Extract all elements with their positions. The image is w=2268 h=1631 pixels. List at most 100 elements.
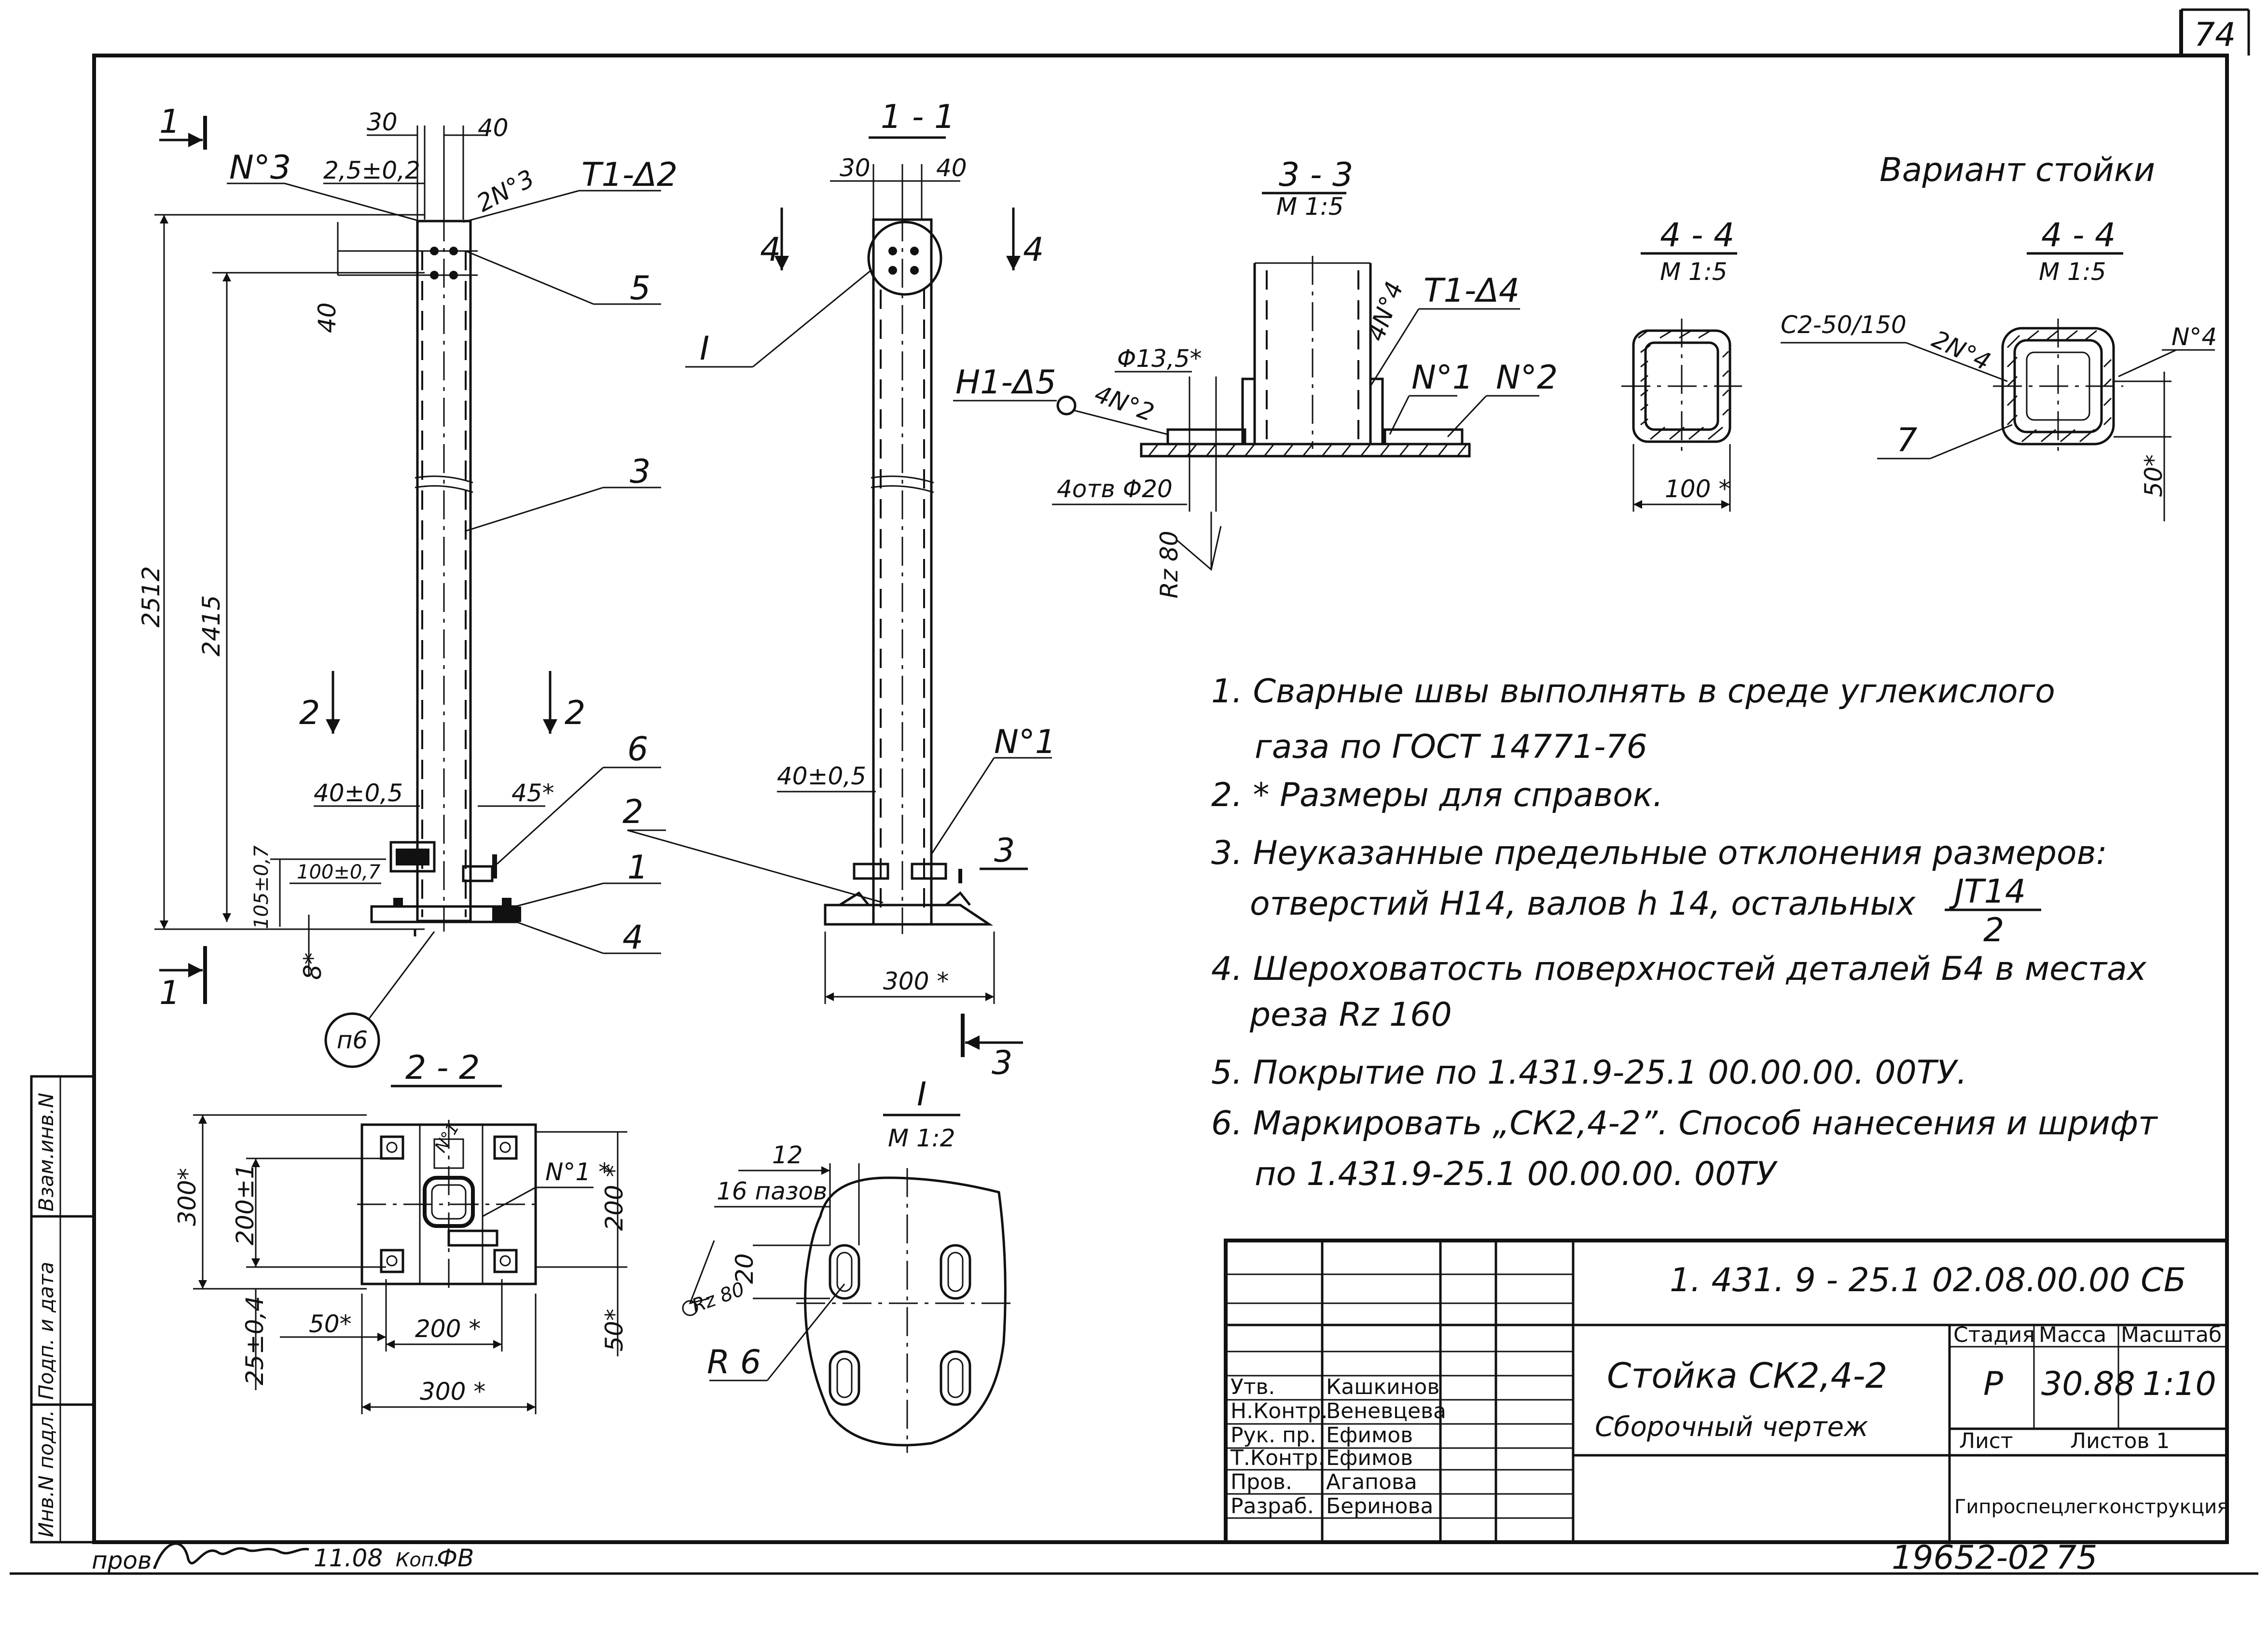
page-number: 74 bbox=[2194, 16, 2236, 54]
side-detail-I-label: I bbox=[700, 330, 709, 368]
doc-type: Сборочный чертеж bbox=[1595, 1411, 1868, 1443]
side-stamp-replace-inv: Взам.инв.N bbox=[34, 1093, 58, 1212]
role-1: Н.Контр. bbox=[1231, 1399, 1328, 1423]
sec44b-n4b: N°4 bbox=[2171, 323, 2217, 351]
sheet-frame: 74 bbox=[10, 8, 2258, 1575]
role-5: Разраб. bbox=[1231, 1494, 1314, 1519]
tolerance-numerator: JT14 bbox=[1949, 873, 2026, 911]
side-stamp-inv-orig: Инв.N подл. bbox=[34, 1410, 58, 1537]
side-section-4-right: 4 bbox=[1023, 231, 1044, 269]
section-2-2: 2 - 2 300* 200±1 25±0,4 50* 200 * bbox=[173, 1049, 628, 1414]
front-section-2-left: 2 bbox=[299, 694, 320, 732]
title-block: 1. 431. 9 - 25.1 02.08.00.00 СБ Стойка С… bbox=[1224, 1239, 2229, 1544]
note-line-5: отверстий Н14, валов h 14, остальных bbox=[1250, 885, 1916, 923]
copy-initials: ФВ bbox=[437, 1544, 474, 1572]
sec44a-dim-100: 100 * bbox=[1665, 475, 1730, 503]
sec44b-pos-7: 7 bbox=[1896, 421, 1917, 460]
role-3: Т.Контр. bbox=[1230, 1446, 1325, 1470]
sec22-dim-200r: 200 * bbox=[600, 1165, 628, 1231]
note-line-7: реза Rz 160 bbox=[1249, 996, 1452, 1034]
side-section-3-top: 3 bbox=[994, 832, 1015, 870]
side-view-title: 1 - 1 bbox=[881, 98, 955, 136]
side-label-pos-2: 2 bbox=[622, 793, 643, 831]
detail-dim-20: 20 bbox=[731, 1253, 759, 1284]
dim-40-top: 40 bbox=[478, 114, 509, 142]
sec33-n2: N°2 bbox=[1496, 359, 1558, 397]
product-name: Стойка СК2,4-2 bbox=[1607, 1355, 1887, 1396]
col-stage: Стадия bbox=[1953, 1323, 2035, 1347]
sec44b-dim-50: 50* bbox=[2140, 454, 2168, 497]
sec22-dim-200v: 200±1 bbox=[231, 1164, 259, 1245]
side-stamp-sign-date: Подп. и дата bbox=[34, 1262, 58, 1400]
mass-value: 30.88 bbox=[2041, 1365, 2135, 1403]
name-4: Агапова bbox=[1326, 1470, 1417, 1494]
dim-45: 45* bbox=[512, 779, 554, 807]
sec33-holes: 4отв Φ20 bbox=[1057, 475, 1173, 503]
bottom-page-number: 75 bbox=[2056, 1539, 2098, 1577]
col-mass: Масса bbox=[2039, 1323, 2106, 1347]
name-0: Кашкинов bbox=[1326, 1375, 1439, 1399]
scale-value: 1:10 bbox=[2143, 1365, 2216, 1403]
front-section-2-right: 2 bbox=[565, 694, 585, 732]
label-pos-3: 3 bbox=[630, 453, 650, 491]
detail-dim-12: 12 bbox=[772, 1141, 803, 1169]
check-date: 11.08 bbox=[314, 1544, 383, 1572]
role-2: Рук. пр. bbox=[1231, 1423, 1316, 1448]
label-2n3: 2N°3 bbox=[472, 164, 539, 217]
sec44a-title: 4 - 4 bbox=[1660, 216, 1734, 254]
section-4-4-a: 4 - 4 M 1:5 100 * bbox=[1621, 216, 1742, 512]
sec33-scale: M 1:5 bbox=[1276, 193, 1344, 221]
variant-title: Вариант стойки bbox=[1880, 151, 2155, 189]
front-section-1-top: 1 bbox=[159, 103, 180, 141]
technical-notes: 1. Сварные швы выполнять в среде углекис… bbox=[1211, 672, 2158, 1193]
col-scale: Масштаб bbox=[2121, 1323, 2222, 1347]
sec22-dim-50r: 50* bbox=[600, 1309, 628, 1352]
label-weld-t1: Т1-Δ2 bbox=[581, 156, 678, 194]
sec33-n1: N°1 bbox=[1411, 359, 1473, 397]
check-stamp: пров. bbox=[92, 1547, 159, 1575]
sec22-title: 2 - 2 bbox=[405, 1049, 480, 1087]
sec44b-n4a: 2N°4 bbox=[1928, 325, 1995, 376]
archive-number: 19652-02 bbox=[1892, 1539, 2049, 1577]
dim-8: 8* bbox=[299, 952, 327, 980]
dim-2512: 2512 bbox=[137, 566, 165, 627]
dim-40-05: 40±0,5 bbox=[314, 779, 403, 807]
sec33-title: 3 - 3 bbox=[1279, 156, 1353, 194]
section-4-4-b: Вариант стойки 4 - 4 M 1:5 С2-50/150 2N°… bbox=[1781, 151, 2217, 521]
front-section-1-bottom: 1 bbox=[159, 974, 180, 1012]
note-line-8: 5. Покрытие по 1.431.9-25.1 00.00.00. 00… bbox=[1211, 1054, 1967, 1092]
sec22-dim-300: 300 * bbox=[420, 1378, 485, 1406]
sec44b-weld: С2-50/150 bbox=[1781, 311, 1907, 339]
sec33-weld-h: Н1-Δ5 bbox=[955, 363, 1056, 402]
sec33-weld-t: Т1-Δ4 bbox=[1424, 272, 1520, 310]
tolerance-denominator: 2 bbox=[1983, 911, 2004, 949]
label-pos-1: 1 bbox=[627, 849, 648, 887]
side-dim-30: 30 bbox=[840, 154, 871, 182]
detail-scale: M 1:2 bbox=[888, 1124, 955, 1152]
sec33-weld-t2: 4N°4 bbox=[1362, 278, 1409, 345]
note-line-9: 6. Маркировать „СК2,4-2”. Способ нанесен… bbox=[1211, 1104, 2158, 1143]
note-line-1: 1. Сварные швы выполнять в среде углекис… bbox=[1211, 672, 2055, 711]
label-pos-5: 5 bbox=[630, 269, 650, 307]
detail-slots: 16 пазов bbox=[717, 1177, 828, 1205]
sheet-label: Лист bbox=[1959, 1429, 2013, 1453]
side-dim-40: 40 bbox=[936, 154, 967, 182]
name-5: Беринова bbox=[1326, 1494, 1433, 1519]
sec22-dim-25: 25±0,4 bbox=[241, 1296, 269, 1385]
dim-105: 105±0,7 bbox=[250, 845, 273, 929]
sec22-dim-300v: 300* bbox=[173, 1168, 201, 1226]
note-line-6: 4. Шероховатость поверхностей деталей Б4… bbox=[1211, 950, 2147, 988]
dim-30-top: 30 bbox=[367, 108, 398, 136]
name-3: Ефимов bbox=[1326, 1446, 1413, 1470]
side-dim-300: 300 * bbox=[883, 967, 949, 995]
side-dim-40-05: 40±0,5 bbox=[777, 762, 866, 790]
role-4: Пров. bbox=[1231, 1470, 1292, 1494]
role-0: Утв. bbox=[1231, 1375, 1275, 1399]
dim-2-5: 2,5±0,2 bbox=[323, 156, 420, 184]
note-line-2: газа по ГОСТ 14771-76 bbox=[1255, 728, 1647, 766]
label-pos-6: 6 bbox=[627, 730, 648, 768]
note-line-10: по 1.431.9-25.1 00.00.00. 00ТУ bbox=[1255, 1155, 1778, 1193]
sec33-phi: Φ13,5* bbox=[1117, 345, 1202, 373]
organization: Гипроспецлегконструкция bbox=[1954, 1496, 2228, 1518]
